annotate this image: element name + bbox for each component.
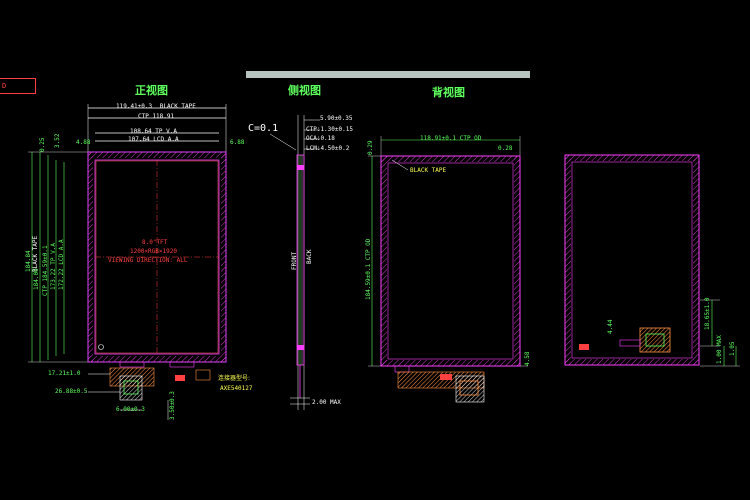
side-dim1: 5.90±0.35 <box>320 115 353 122</box>
back-bottom-offset: 4.58 <box>524 351 531 366</box>
back-top-offset: 0.29 <box>367 140 374 155</box>
side-oca: OCA:0.18 <box>306 135 335 142</box>
back-width: 118.91±0.1 CTP OD <box>420 135 482 142</box>
front-dim-b2: 26.88±0.5 <box>55 388 88 395</box>
title-bar <box>246 71 530 78</box>
front-size-text: 8.0"TFT <box>142 239 168 246</box>
connector-model: AXE540127 <box>220 385 253 392</box>
corner-fragment-text: D <box>2 82 7 90</box>
front-dim-v3: CTP 184.59±0.1 <box>42 245 49 296</box>
back-view-2 <box>564 154 740 367</box>
connector-label: 连接器型号: <box>218 375 251 382</box>
back2-dim-c: 1.00 MAX <box>716 335 723 364</box>
side-front: FRONT <box>291 251 298 270</box>
side-ctp: CTP:1.30±0.15 <box>306 126 353 133</box>
front-right-offset: 6.88 <box>230 139 245 146</box>
front-resolution: 1200×RGB×1920 <box>130 248 177 255</box>
front-view-title: 正视图 <box>135 84 168 97</box>
back-right-offset: 0.28 <box>498 145 513 152</box>
side-back: BACK <box>306 249 313 264</box>
corner-fragment <box>0 78 36 94</box>
front-left-offset: 4.88 <box>76 139 91 146</box>
back2-dim-b: 18.65±1.0 <box>704 297 711 330</box>
front-dim-v1-note: BLACK TAPE <box>32 235 39 272</box>
front-dim-v5: 172.22 LCD A.A <box>58 239 65 290</box>
front-viewing: VIEWING DIRECTION: ALL <box>108 257 188 264</box>
front-dim-b4: 3.50±0.3 <box>169 391 176 420</box>
front-top-offset-2: 0.25 <box>39 137 46 152</box>
back2-dim-d: 1.05 <box>729 341 736 356</box>
front-dim-ctp: CTP 118.91 <box>138 113 175 120</box>
front-view <box>28 104 227 420</box>
back-black-tape: BLACK TAPE <box>410 167 447 174</box>
front-dim-b3: 6.00±0.3 <box>116 406 145 413</box>
back-height: 184.59±0.1 CTP OD <box>365 238 372 300</box>
back2-dim-a: 4.44 <box>607 319 614 334</box>
side-lcm: LCM:4.50±0.2 <box>306 145 350 152</box>
front-dim-b1: 17.21±1.0 <box>48 370 81 377</box>
front-dim-v4: 173.22 TP V.A <box>50 243 57 290</box>
front-top-offset-1: 3.52 <box>54 133 61 148</box>
side-max: 2.00 MAX <box>312 399 341 406</box>
front-dim-top1: 119.41±0.3 BLACK TAPE <box>116 103 196 110</box>
side-chamfer: C=0.1 <box>248 123 279 134</box>
front-dim-lcd-aa: 107.64 LCD A.A <box>128 136 179 143</box>
front-dim-v2: 184.00 <box>33 268 40 290</box>
front-dim-tp-va: 108.64 TP V.A <box>130 128 177 135</box>
side-view <box>269 115 320 410</box>
side-view-title: 侧视图 <box>288 84 321 97</box>
back-view-title: 背视图 <box>432 86 465 99</box>
back-view <box>368 136 528 403</box>
